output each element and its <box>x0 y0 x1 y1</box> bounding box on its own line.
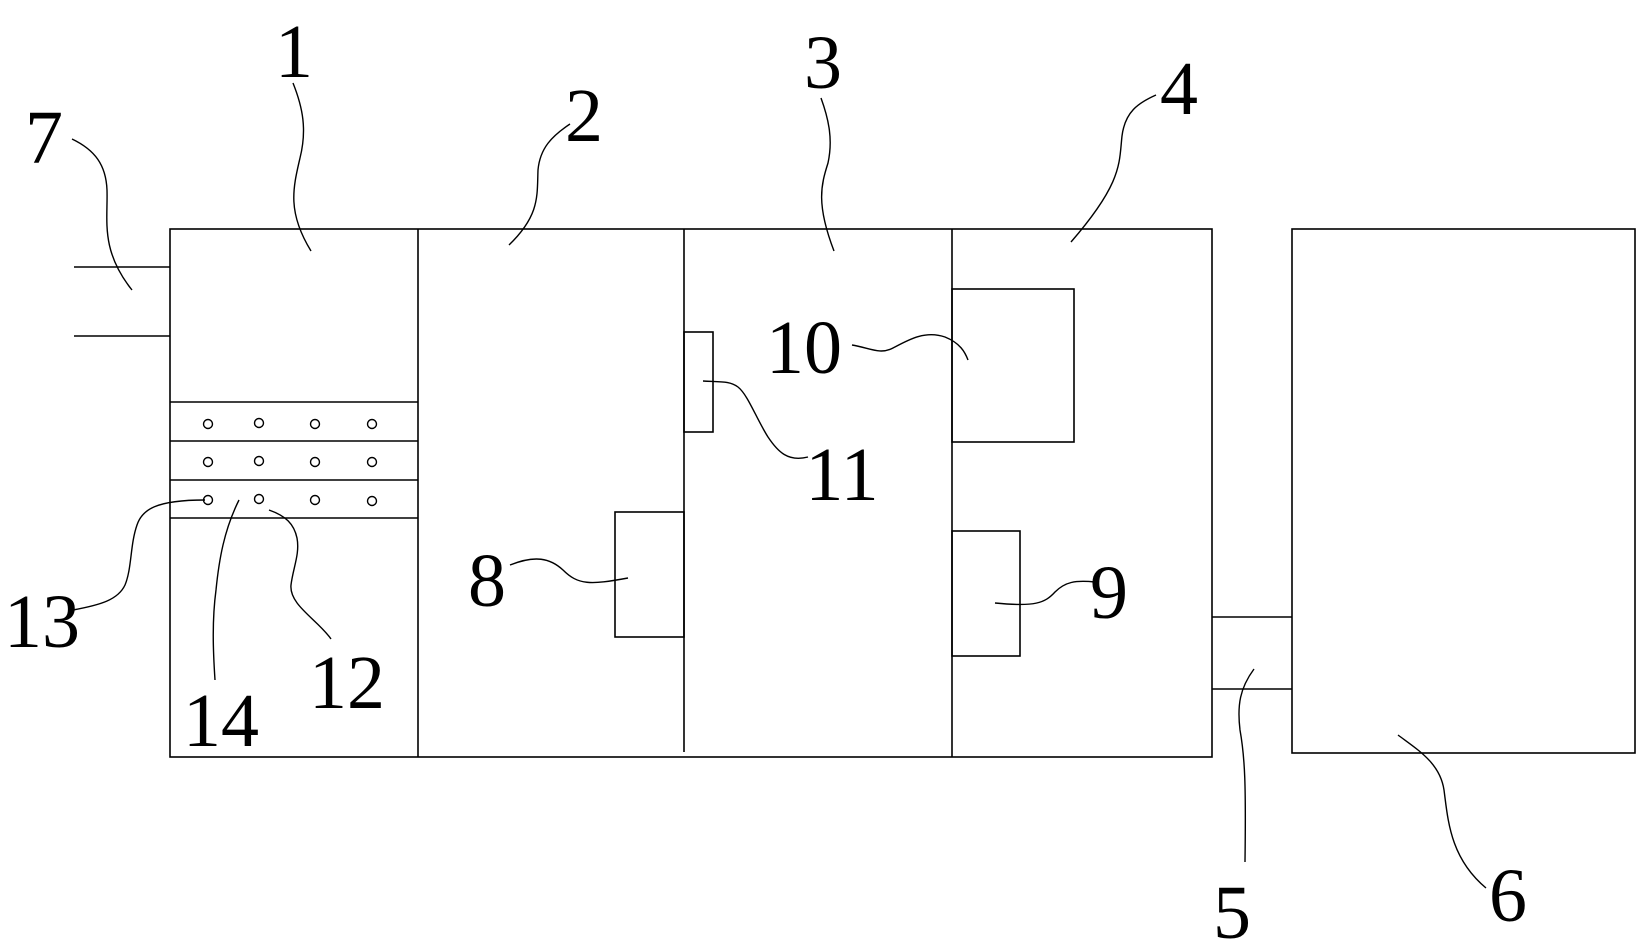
leader-8 <box>509 558 629 584</box>
leader-3 <box>820 97 835 252</box>
label-14: 14 <box>183 679 259 763</box>
label-5: 5 <box>1213 871 1251 952</box>
filter-hole <box>366 418 378 430</box>
filter-hole <box>366 456 378 468</box>
component-8 <box>614 511 685 638</box>
label-8: 8 <box>468 539 506 623</box>
filter-hole <box>366 495 378 507</box>
label-13: 13 <box>4 580 80 664</box>
label-7: 7 <box>25 96 63 180</box>
filter-hole <box>202 418 214 430</box>
leader-2 <box>508 123 571 246</box>
leader-14 <box>212 499 240 681</box>
filter-hole <box>309 456 321 468</box>
leader-12 <box>268 509 332 640</box>
leader-5 <box>1238 668 1255 863</box>
tank-6 <box>1291 228 1636 754</box>
filter-hole <box>253 455 265 467</box>
component-11 <box>683 331 714 433</box>
label-3: 3 <box>804 21 842 105</box>
filter-hole <box>309 494 321 506</box>
leader-4 <box>1070 94 1157 243</box>
filter-hole <box>202 456 214 468</box>
main-housing <box>169 228 1213 758</box>
filter-hole <box>253 493 265 505</box>
leader-1 <box>292 82 312 252</box>
label-12: 12 <box>309 641 385 725</box>
label-9: 9 <box>1090 551 1128 635</box>
label-11: 11 <box>805 433 878 517</box>
leader-10 <box>851 333 969 361</box>
leader-13 <box>72 499 206 611</box>
leader-7 <box>71 138 133 291</box>
component-9 <box>951 530 1021 657</box>
label-10: 10 <box>766 306 842 390</box>
label-4: 4 <box>1160 47 1198 131</box>
filter-hole <box>309 418 321 430</box>
leader-6 <box>1397 734 1487 889</box>
leader-11 <box>702 380 809 459</box>
component-10 <box>951 288 1075 443</box>
filter-hole <box>253 417 265 429</box>
label-2: 2 <box>565 74 603 158</box>
label-6: 6 <box>1489 854 1527 938</box>
leader-9 <box>994 580 1096 606</box>
label-1: 1 <box>275 10 313 94</box>
